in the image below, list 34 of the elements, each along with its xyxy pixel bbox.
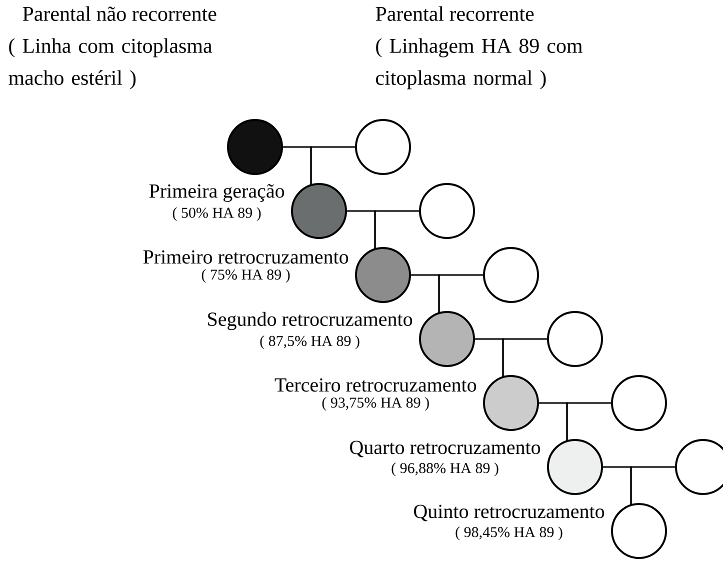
- pedigree-line: [502, 338, 547, 378]
- parent-description: ( Linha com citoplasma macho estéril ): [8, 38, 212, 90]
- pedigree-circle: [419, 183, 475, 239]
- parent-heading: Parental recorrente: [376, 6, 534, 21]
- generation-label: Quarto retrocruzamento: [350, 440, 540, 458]
- pedigree-circle: [611, 374, 667, 431]
- pedigree-line: [374, 210, 419, 250]
- pedigree-circle: [227, 119, 283, 175]
- percentage-label: ( 75% HA 89 ): [202, 269, 290, 283]
- pedigree-line: [310, 146, 355, 186]
- generation-label: Primeira geração: [149, 184, 284, 202]
- generation-label: Primeiro retrocruzamento: [143, 250, 348, 264]
- generation-label: Segundo retrocruzamento: [208, 312, 412, 330]
- percentage-label: ( 98,45% HA 89 ): [456, 526, 562, 540]
- pedigree-line: [630, 466, 675, 506]
- pedigree-circle: [355, 119, 411, 175]
- pedigree-circle: [547, 310, 603, 367]
- generation-label: Quinto retrocruzamento: [414, 504, 604, 522]
- percentage-label: ( 96,88% HA 89 ): [392, 462, 498, 476]
- pedigree-circle: [291, 183, 347, 239]
- pedigree-circle: [355, 247, 411, 303]
- percentage-label: ( 50% HA 89 ): [172, 207, 261, 221]
- percentage-label: ( 87,5% HA 89 ): [260, 336, 360, 350]
- pedigree-circle: [483, 374, 539, 431]
- pedigree-line: [566, 402, 611, 442]
- pedigree-circle: [483, 247, 539, 303]
- pedigree-circle: [611, 502, 667, 559]
- pedigree-circle: [547, 438, 603, 495]
- parent-description: ( Linhagem HA 89 com citoplasma normal ): [376, 38, 582, 90]
- pedigree-line: [438, 274, 483, 314]
- parent-heading: Parental não recorrente: [22, 6, 216, 21]
- percentage-label: ( 93,75% HA 89 ): [322, 397, 429, 411]
- pedigree-circle: [419, 310, 475, 367]
- generation-label: Terceiro retrocruzamento: [274, 378, 476, 392]
